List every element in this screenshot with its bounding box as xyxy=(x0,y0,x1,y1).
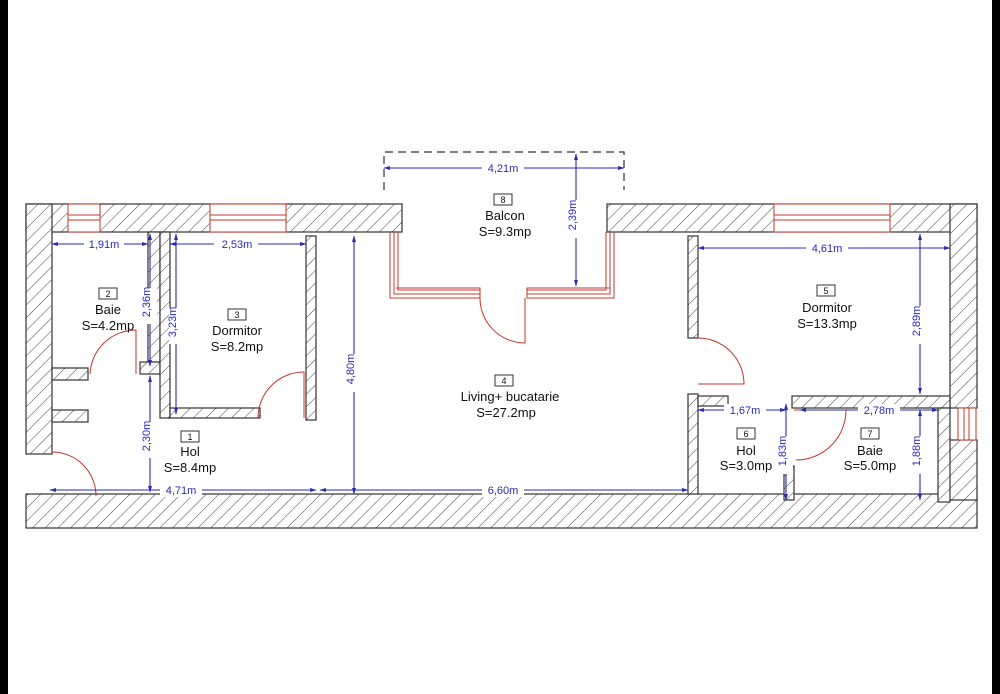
dimension-labels: 1,91m 2,36m 2,53m 3,23m 2,30m 4,71m 4,80… xyxy=(84,162,927,497)
svg-text:5: 5 xyxy=(823,286,828,296)
dim-living-width: 6,60m xyxy=(488,485,519,497)
dim-baie7-width: 2,78m xyxy=(864,405,895,417)
room-label-3: 3 Dormitor S=8.2mp xyxy=(211,308,263,354)
svg-text:S=5.0mp: S=5.0mp xyxy=(844,458,896,473)
svg-text:S=3.0mp: S=3.0mp xyxy=(720,458,772,473)
dim-dormitor5-width: 4,61m xyxy=(812,243,843,255)
exterior-walls xyxy=(25,203,978,529)
svg-text:7: 7 xyxy=(867,429,872,439)
dim-balcon-width: 4,21m xyxy=(488,163,519,175)
dim-dormitor3-width: 2,53m xyxy=(222,239,253,251)
floor-plan-page: 1,91m 2,36m 2,53m 3,23m 2,30m 4,71m 4,80… xyxy=(8,0,992,694)
dim-hol1-width: 4,71m xyxy=(166,485,197,497)
svg-text:3: 3 xyxy=(234,310,239,320)
balcony xyxy=(383,151,625,344)
svg-text:S=8.2mp: S=8.2mp xyxy=(211,339,263,354)
svg-text:Dormitor: Dormitor xyxy=(212,323,263,338)
room-label-8: 8 Balcon S=9.3mp xyxy=(479,193,531,239)
svg-text:Dormitor: Dormitor xyxy=(802,300,853,315)
svg-text:S=8.4mp: S=8.4mp xyxy=(164,460,216,475)
svg-text:Living+ bucatarie: Living+ bucatarie xyxy=(461,389,560,404)
dim-balcon-depth: 2,39m xyxy=(567,200,579,231)
windows xyxy=(67,203,977,441)
svg-text:S=13.3mp: S=13.3mp xyxy=(797,316,857,331)
room-label-2: 2 Baie S=4.2mp xyxy=(82,287,134,333)
room-label-4: 4 Living+ bucatarie S=27.2mp xyxy=(461,374,560,420)
dim-living-height: 4,80m xyxy=(345,354,357,385)
svg-text:4: 4 xyxy=(501,376,506,386)
room-label-5: 5 Dormitor S=13.3mp xyxy=(797,284,857,331)
svg-text:Baie: Baie xyxy=(95,302,121,317)
svg-text:S=9.3mp: S=9.3mp xyxy=(479,224,531,239)
dim-hol6-width: 1,67m xyxy=(730,405,761,417)
svg-text:2: 2 xyxy=(105,289,110,299)
svg-text:8: 8 xyxy=(500,195,505,205)
dim-baie2-height: 2,36m xyxy=(141,287,153,318)
interior-walls xyxy=(139,231,951,503)
dim-baie2-width: 1,91m xyxy=(89,239,120,251)
dim-hol6-height: 1,83m xyxy=(777,436,789,467)
svg-text:Hol: Hol xyxy=(180,444,200,459)
svg-text:Balcon: Balcon xyxy=(485,208,525,223)
svg-text:6: 6 xyxy=(743,429,748,439)
dim-hol1-height: 2,30m xyxy=(141,421,153,452)
svg-text:Baie: Baie xyxy=(857,443,883,458)
room-label-6: 6 Hol S=3.0mp xyxy=(720,427,772,473)
floor-plan-drawing: 1,91m 2,36m 2,53m 3,23m 2,30m 4,71m 4,80… xyxy=(25,151,978,529)
room-label-1: 1 Hol S=8.4mp xyxy=(164,430,216,475)
dim-baie7-height: 1,88m xyxy=(911,436,923,467)
dim-dormitor5-height: 2,89m xyxy=(911,306,923,337)
svg-text:S=4.2mp: S=4.2mp xyxy=(82,318,134,333)
svg-text:Hol: Hol xyxy=(736,443,756,458)
dim-dormitor3-height: 3,23m xyxy=(167,307,179,338)
svg-text:S=27.2mp: S=27.2mp xyxy=(476,405,536,420)
svg-text:1: 1 xyxy=(187,432,192,442)
room-label-7: 7 Baie S=5.0mp xyxy=(844,427,896,473)
